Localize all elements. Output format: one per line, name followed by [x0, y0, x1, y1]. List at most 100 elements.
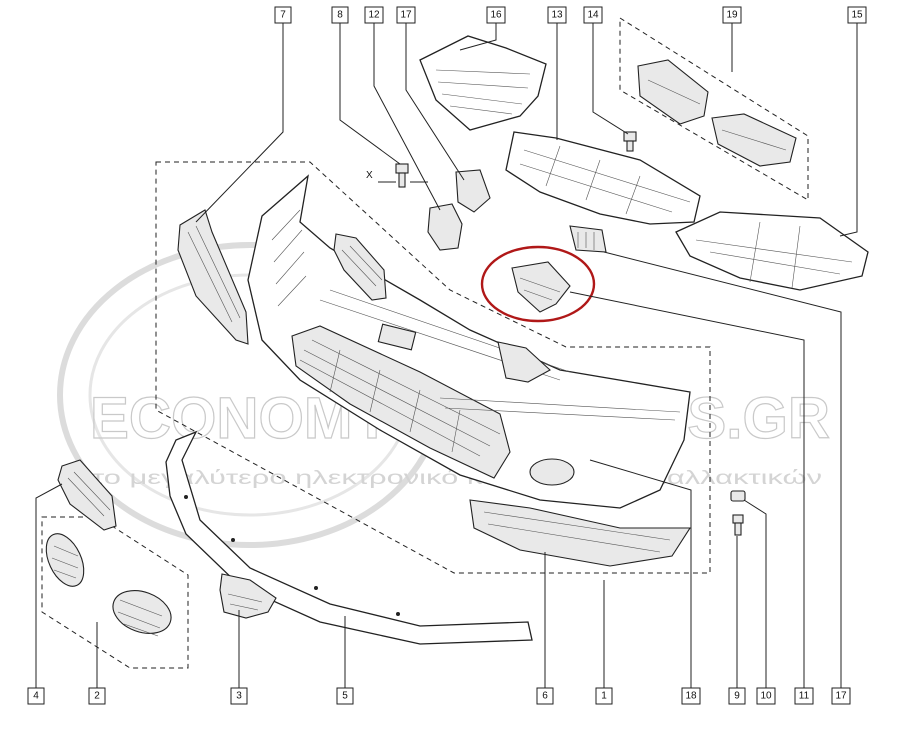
callout-19: 19	[722, 6, 742, 24]
bumper-group-outline	[155, 161, 711, 574]
callout-2: 2	[88, 687, 106, 705]
part-vent-bracket	[569, 225, 607, 253]
plate-mount	[377, 323, 417, 351]
leader-10	[743, 499, 767, 688]
parts	[45, 35, 869, 645]
svg-text:18: 18	[685, 691, 697, 702]
svg-text:7: 7	[280, 10, 286, 21]
svg-text:15: 15	[851, 10, 863, 21]
svg-text:2: 2	[94, 691, 100, 702]
leader-17-bottom	[603, 251, 842, 688]
lower-grille-left-slats	[51, 545, 79, 579]
callout-6: 6	[536, 687, 554, 705]
nut-body	[730, 490, 746, 502]
svg-text:4: 4	[33, 691, 39, 702]
lower-lip-body	[469, 499, 692, 567]
dimension-x-label: X	[366, 170, 373, 181]
callout-5: 5	[336, 687, 354, 705]
bolt-shank	[398, 172, 406, 188]
svg-text:3: 3	[236, 691, 242, 702]
highlighted-bracket-hatch	[519, 277, 561, 301]
clip-17-body	[455, 169, 491, 213]
callout-15: 15	[847, 6, 867, 24]
leader-8	[339, 22, 401, 165]
part-bolt	[395, 163, 409, 188]
part-highlighted-bracket	[511, 261, 571, 313]
callout-10: 10	[756, 687, 776, 705]
small-screw-head	[732, 514, 744, 524]
svg-text:10: 10	[760, 691, 772, 702]
svg-text:19: 19	[726, 10, 738, 21]
part-clip-17	[455, 169, 491, 213]
strip-fixing-hole	[314, 586, 318, 590]
callout-11: 11	[794, 687, 814, 705]
upper-shield-body	[419, 35, 547, 131]
part-nut	[730, 490, 746, 502]
screw-head	[623, 131, 637, 142]
strip-fixing-hole	[231, 538, 235, 542]
leader-12	[373, 22, 441, 211]
splash-guard-group-outline	[619, 17, 809, 201]
callout-3: 3	[230, 687, 248, 705]
bumper-cover-body	[247, 174, 691, 509]
bumper-side-hatch	[271, 209, 307, 307]
callout-17-bottom: 17	[831, 687, 851, 705]
part-large-undertray	[675, 211, 869, 291]
callout-12: 12	[364, 6, 384, 24]
part-small-screw	[732, 514, 744, 536]
upper-bracket-body	[333, 233, 387, 301]
svg-text:17: 17	[835, 691, 847, 702]
callout-4: 4	[27, 687, 45, 705]
part-bracket-12	[427, 203, 463, 251]
bumper-mesh-lines	[319, 289, 681, 421]
lower-bracket-hatch	[227, 593, 263, 611]
svg-text:6: 6	[542, 691, 548, 702]
part-side-grille	[57, 459, 117, 531]
bumper-grille-opening	[291, 325, 511, 479]
callout-16: 16	[486, 6, 506, 24]
vent-bracket-body	[569, 225, 607, 253]
bolt-head	[395, 163, 409, 174]
splash-guard-hatch	[647, 79, 787, 151]
upper-shield-hatch	[435, 69, 531, 115]
svg-text:16: 16	[490, 10, 502, 21]
callout-9: 9	[728, 687, 746, 705]
lower-grille-left	[45, 533, 85, 587]
part-center-vent	[497, 341, 551, 383]
center-vent-body	[497, 341, 551, 383]
part-bumper-cover	[247, 174, 691, 509]
lower-lip-hatch	[483, 511, 671, 553]
undertray-hatch	[519, 145, 691, 215]
part-undertray	[505, 131, 701, 225]
svg-text:14: 14	[587, 10, 599, 21]
vent-bracket-slots	[577, 232, 595, 250]
strip-fixing-hole	[396, 612, 400, 616]
leader-16	[459, 22, 497, 51]
part-lower-grilles	[45, 533, 172, 637]
bumper-grille-slats	[299, 339, 501, 457]
part-screw	[623, 131, 637, 152]
side-trim-hatch	[187, 225, 241, 323]
svg-text:17: 17	[400, 10, 412, 21]
leader-17-top	[405, 22, 465, 181]
part-upper-shield	[419, 35, 547, 131]
leader-14	[592, 22, 629, 135]
svg-text:11: 11	[799, 691, 810, 702]
side-trim-strip	[177, 209, 249, 345]
lower-bracket-body	[219, 573, 277, 619]
lower-grille-right-slats	[117, 599, 163, 637]
svg-text:5: 5	[342, 691, 348, 702]
leader-lines	[35, 22, 858, 688]
svg-text:12: 12	[368, 10, 380, 21]
screw-shank	[626, 140, 634, 152]
leader-11	[569, 291, 805, 688]
strip-fixing-hole	[184, 495, 188, 499]
svg-text:9: 9	[734, 691, 740, 702]
leader-15	[839, 22, 858, 237]
leader-7	[195, 22, 284, 223]
callout-17-top: 17	[396, 6, 416, 24]
large-undertray-hatch	[695, 221, 853, 289]
highlighted-bracket-body	[511, 261, 571, 313]
part-lower-bracket	[219, 573, 277, 619]
